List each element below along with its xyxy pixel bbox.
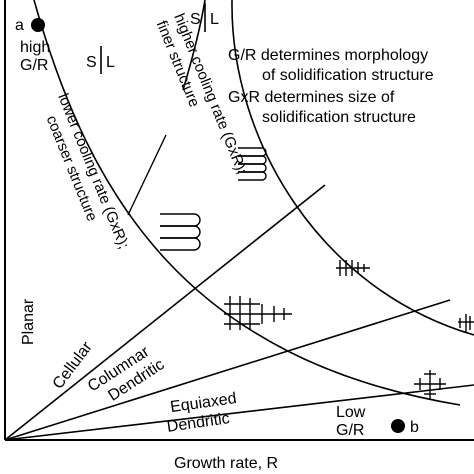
note-line3: GxR determines size of (228, 89, 395, 106)
point-b-dot (391, 419, 405, 433)
point-a-line1: high (20, 39, 50, 56)
point-a-letter: a (15, 17, 24, 34)
note-line1: G/R determines morphology (228, 47, 428, 64)
region-planar: Planar (20, 298, 37, 345)
cellular-glyph-large (160, 213, 201, 251)
point-b-letter: b (410, 419, 419, 436)
point-b-line1: Low (336, 404, 366, 421)
point-b-line2: G/R (336, 422, 364, 439)
x-axis-label: Growth rate, R (174, 455, 278, 472)
notes-block: G/R determines morphology of solidificat… (228, 47, 434, 126)
higher-cooling-curve (231, 0, 474, 336)
sl-s-top: S (190, 11, 201, 28)
lower-cooling-label: lower cooling rate (GxR); coarser struct… (43, 91, 133, 251)
top-curve (182, 0, 206, 91)
dendrite-glyph-small (336, 260, 370, 276)
sl-marker-top: S L (190, 3, 219, 32)
note-line2: of solidification structure (262, 67, 434, 84)
sl-l-top: L (210, 11, 219, 28)
point-b: Low G/R b (336, 404, 419, 439)
note-line4: solidification structure (262, 109, 416, 126)
point-a-dot (31, 18, 45, 32)
equiaxed-glyph (414, 370, 446, 400)
cellular-columnar-boundary (4, 299, 451, 441)
sl-s-left: S (86, 54, 97, 71)
cellular-glyph-small (238, 147, 267, 181)
point-a: a high G/R (15, 17, 50, 74)
equiaxed-glyph-edge (458, 314, 474, 332)
dendrite-glyph-large (224, 296, 292, 330)
lower-cooling-curve (33, 0, 461, 406)
columnar-equiaxed-boundary (4, 384, 474, 441)
region-columnar-dendritic: Columnar Dendritic (85, 343, 168, 405)
planar-cellular-boundary (4, 184, 326, 441)
point-a-line2: G/R (20, 57, 48, 74)
sl-marker-left: S L (86, 46, 115, 74)
curve-label-leader (127, 134, 167, 216)
region-equiaxed-dendritic: Equiaxed Dendritic (166, 390, 238, 436)
sl-l-left: L (106, 54, 115, 71)
